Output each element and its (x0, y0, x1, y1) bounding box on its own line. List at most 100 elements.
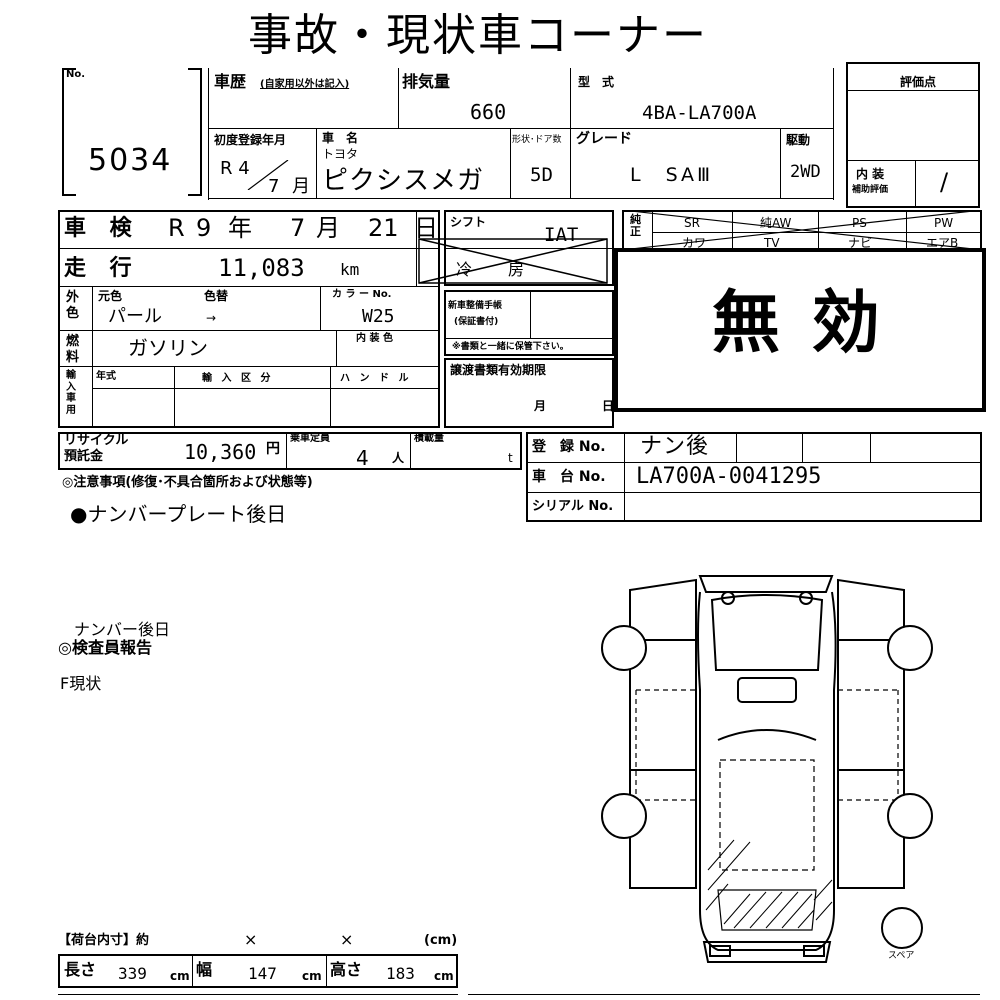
bracket-left (62, 68, 76, 196)
inspector-text2: F現状 (60, 674, 102, 693)
chassis-no-value: LA700A-0041295 (636, 464, 822, 489)
interior-score-label: 内 装 (856, 167, 885, 181)
grade-value: L SAⅢ (630, 164, 714, 186)
drive-value: 2WD (790, 162, 821, 182)
inspection-era: R (168, 214, 185, 242)
doors-label: 形状･ドア数 (512, 135, 562, 145)
inspection-year-unit: 年 (228, 214, 252, 242)
shift-label: シフト (450, 215, 487, 229)
mileage-unit: km (340, 260, 360, 279)
notes-heading: ◎注意事項(修復･不具合箇所および状態等) (62, 475, 313, 490)
cargo-unit-label: (cm) (424, 933, 458, 948)
fuel-side-label: 燃料 (66, 334, 80, 365)
ac-cross-mark (418, 238, 614, 286)
history-label: 車歴 (214, 72, 247, 91)
capacity-unit: 人 (392, 451, 405, 465)
interior-score-value: / (940, 168, 949, 196)
cargo-x2: × (340, 930, 354, 949)
option-sr: SR (684, 216, 700, 230)
option-ps: PS (852, 216, 867, 230)
recycle-label: リサイクル (64, 433, 129, 448)
model-value: 4BA-LA700A (642, 102, 757, 124)
bracket-right (188, 68, 202, 196)
height-unit: cm (434, 969, 454, 983)
inspection-day-unit: 日 (414, 214, 438, 242)
car-diagram (600, 570, 940, 970)
drive-label: 駆動 (786, 133, 811, 147)
first-reg-month-unit: 月 (292, 176, 310, 197)
reg-no-label: 登 録 No. (532, 439, 606, 455)
height-label: 高さ (330, 960, 363, 979)
width-unit: cm (302, 969, 322, 983)
inspector-heading: ◎検査員報告 (58, 638, 152, 657)
orig-color-label: 元色 (98, 289, 123, 303)
inspection-month: 7 (290, 214, 306, 242)
no-label: No. (66, 69, 86, 80)
interior-score-sub: 補助評価 (852, 185, 889, 195)
option-pw: PW (934, 216, 954, 230)
transfer-label: 譲渡書類有効期限 (450, 363, 547, 377)
option-leather: カワ (682, 236, 707, 250)
ac-label: 冷 房 (456, 260, 535, 279)
mileage-value: 11,083 (218, 254, 305, 282)
score-box (846, 62, 980, 208)
lot-number: 5034 (88, 143, 173, 178)
maker-name: トヨタ (322, 147, 359, 161)
import-side-label: 輸入車用 (66, 370, 76, 416)
color-side-label: 外色 (66, 290, 80, 321)
displacement-value: 660 (470, 100, 507, 124)
recycle-label-sub: 預託金 (64, 449, 104, 464)
invalid-stamp: 無 効 (614, 248, 986, 412)
invalid-stamp-text: 無 効 (712, 284, 884, 363)
chassis-no-label: 車 台 No. (532, 469, 606, 485)
notes-item: ●ナンバープレート後日 (70, 502, 287, 526)
import-year-label: 年式 (96, 371, 116, 382)
service-book-note: ※書類と一緒に保管下さい。 (452, 342, 569, 352)
inspection-month-unit: 月 (316, 214, 340, 242)
options-side-label: 純正 (630, 213, 641, 239)
import-type-label: 輸 入 区 分 (202, 373, 274, 384)
model-label: 型 式 (578, 75, 615, 89)
inspector-text1: ナンバー後日 (74, 620, 171, 639)
cargo-label: 【荷台内寸】約 (58, 933, 150, 948)
history-note: (自家用以外は記入) (260, 79, 350, 90)
length-value: 339 (118, 964, 147, 983)
displacement-label: 排気量 (402, 72, 451, 91)
load-unit: t (508, 451, 513, 465)
width-label: 幅 (196, 960, 213, 979)
slash-mark (240, 159, 296, 191)
inspection-year: 9 (196, 214, 212, 242)
recycle-unit: 円 (266, 441, 280, 457)
first-reg-month: 7 (268, 176, 280, 197)
interior-color-label: 内 装 色 (356, 333, 393, 344)
cargo-x1: × (244, 930, 258, 949)
score-label: 評価点 (900, 75, 937, 89)
mileage-label: 走 行 (64, 256, 140, 281)
color-arrow: → (206, 311, 217, 325)
doors-value: 5D (530, 164, 553, 186)
car-name: ピクシスメガ (322, 166, 485, 196)
recycle-value: 10,360 (184, 440, 257, 464)
first-reg-label: 初度登録年月 (214, 133, 287, 147)
options-cross-mark (621, 209, 983, 251)
reg-no-value: ナン後 (640, 434, 710, 459)
transfer-day: 日 (602, 399, 615, 413)
fuel-value: ガソリン (128, 336, 208, 360)
first-reg-era: R 4 (220, 158, 250, 179)
service-book-label: 新車整備手帳 (448, 301, 503, 311)
color-code-value: W25 (362, 306, 395, 327)
width-value: 147 (248, 964, 277, 983)
repaint-label: 色替 (204, 289, 229, 303)
color-code-label: カ ラ ー No. (332, 289, 392, 300)
inspection-day: 21 (368, 214, 399, 242)
serial-no-label: シリアル No. (532, 499, 614, 514)
load-label: 積載量 (414, 433, 444, 444)
page-title: 事故・現状車コーナー (248, 10, 708, 61)
spare-label: スペア (888, 951, 915, 961)
capacity-value: 4 (356, 446, 369, 470)
car-name-label: 車 名 (322, 131, 359, 145)
transfer-month: 月 (534, 399, 547, 413)
capacity-label: 乗車定員 (290, 433, 330, 444)
length-label: 長さ (64, 960, 97, 979)
option-tv: TV (764, 236, 780, 250)
